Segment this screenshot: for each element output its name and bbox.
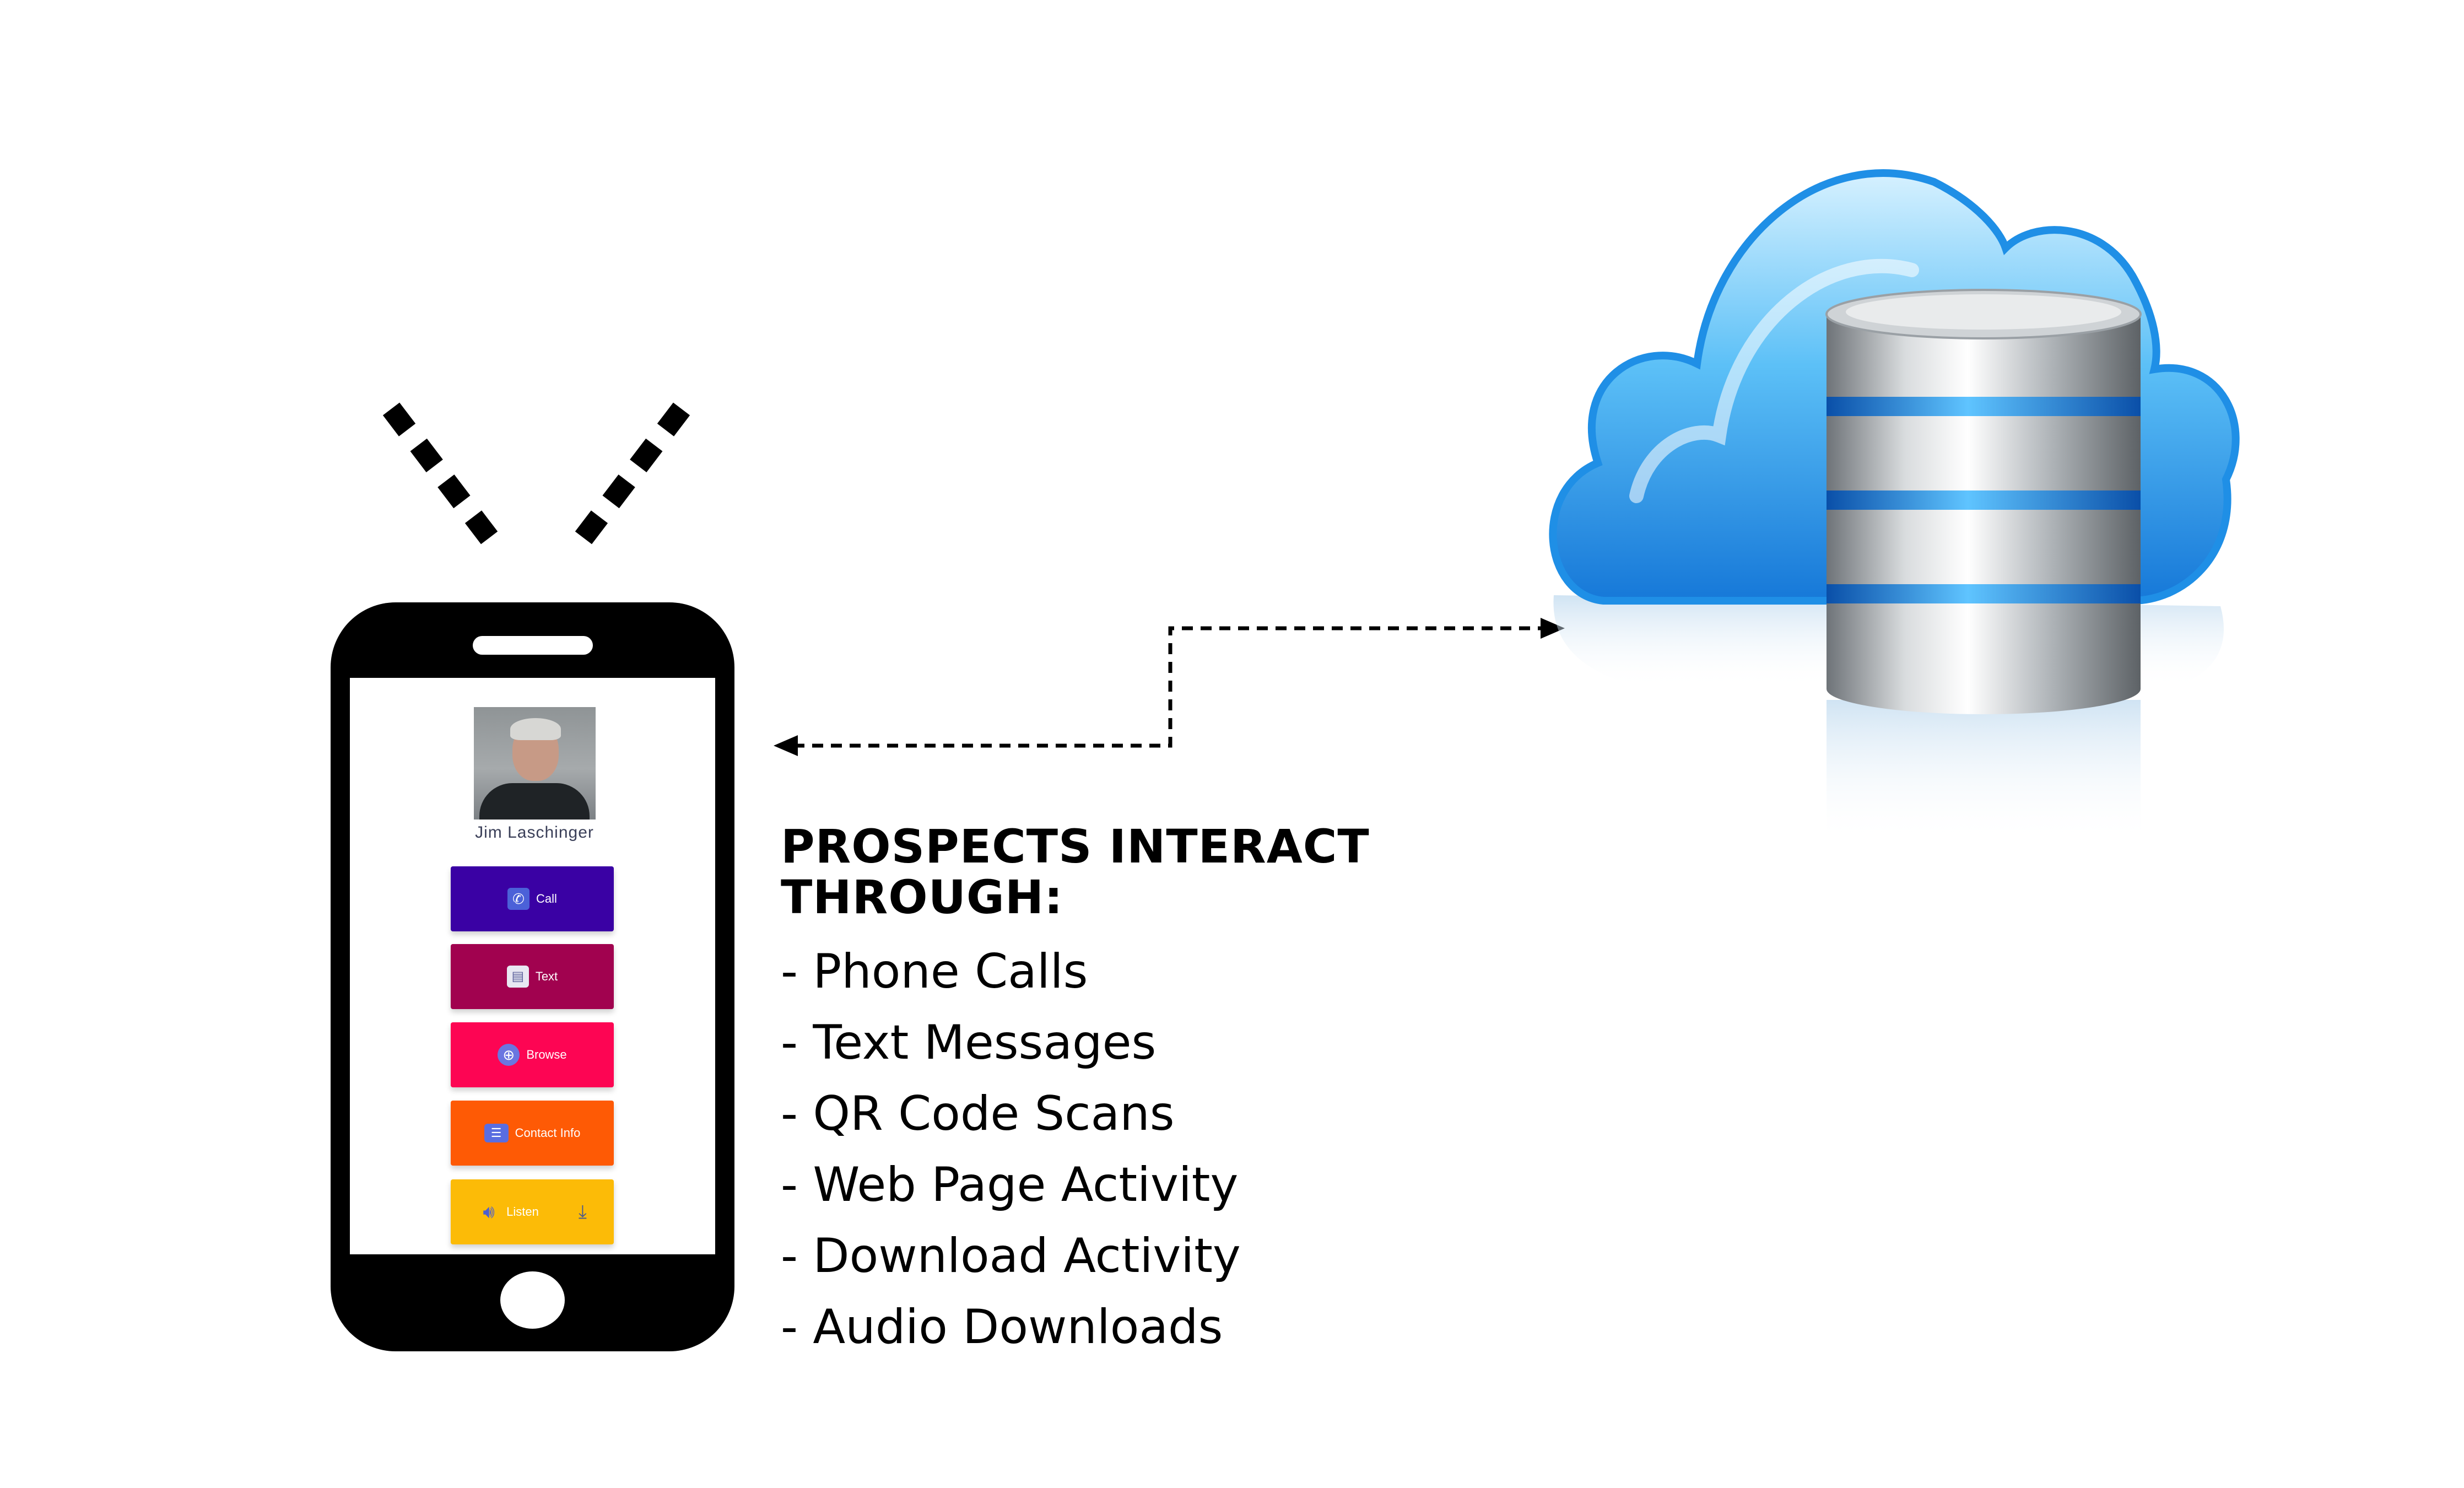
call-label: Call xyxy=(536,892,557,905)
contact-info-button[interactable]: ☰ Contact Info xyxy=(451,1101,614,1166)
person-name: Jim Laschinger xyxy=(475,823,594,842)
list-item: - Text Messages xyxy=(781,1015,1157,1070)
contact-info-label: Contact Info xyxy=(515,1126,581,1140)
arrow-right-icon xyxy=(1541,618,1565,639)
text-button[interactable]: ▤ Text xyxy=(451,944,614,1009)
text-label: Text xyxy=(535,969,558,983)
arrow-left-icon xyxy=(774,735,798,756)
browse-button[interactable]: ⊕ Browse xyxy=(451,1022,614,1087)
list-item: - QR Code Scans xyxy=(781,1086,1175,1141)
list-item: - Download Activity xyxy=(781,1228,1241,1284)
phone-icon: ✆ xyxy=(507,888,530,910)
listen-button[interactable]: 🔊︎ Listen ⤓ xyxy=(451,1179,614,1244)
list-item: - Web Page Activity xyxy=(781,1157,1239,1212)
cloud-database-icon xyxy=(1549,169,2240,843)
phone-speaker xyxy=(473,636,593,655)
headline: PROSPECTS INTERACT THROUGH: xyxy=(781,820,1370,924)
call-button[interactable]: ✆ Call xyxy=(451,866,614,931)
download-icon[interactable]: ⤓ xyxy=(578,1201,587,1222)
list-item: - Audio Downloads xyxy=(781,1300,1223,1355)
listen-label: Listen xyxy=(506,1205,539,1219)
contact-card-icon: ☰ xyxy=(484,1124,509,1142)
list-item: - Phone Calls xyxy=(781,944,1088,999)
avatar xyxy=(474,707,596,820)
globe-icon: ⊕ xyxy=(498,1044,520,1066)
document-icon: ▤ xyxy=(506,966,529,988)
interaction-list: - Phone Calls - Text Messages - QR Code … xyxy=(781,944,1241,1371)
browse-label: Browse xyxy=(526,1048,567,1061)
speaker-icon: 🔊︎ xyxy=(483,1201,495,1222)
phone-home-button xyxy=(500,1271,565,1329)
